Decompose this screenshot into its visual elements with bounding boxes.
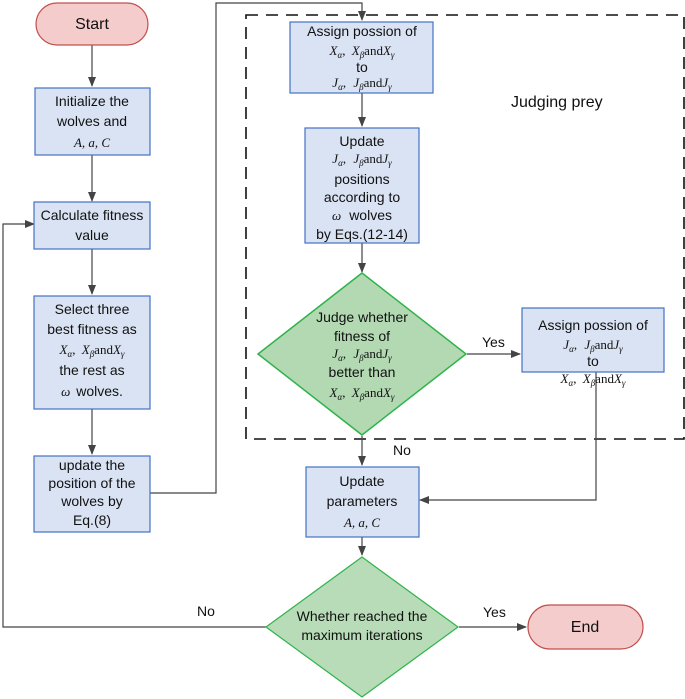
judge-formula-x: Xα, XβandXγ [329, 385, 395, 402]
update-j-positions-box: Update Jα, JβandJγ positions according t… [304, 127, 420, 244]
select-line1: Select three [55, 301, 130, 317]
initialize-line1: Initialize the [55, 93, 129, 109]
assign-possion-box-1: Assign possion of Xα, XβandXγ to Jα, Jβa… [289, 21, 434, 94]
no-label-reached: No [197, 603, 215, 619]
update-j-formula: Jα, JβandJγ [332, 151, 392, 168]
update-position-line3: wolves by [60, 493, 122, 509]
judging-prey-label: Judging prey [511, 94, 603, 111]
calculate-line1: Calculate fitness [41, 207, 144, 223]
reached-line2: maximum iterations [301, 627, 422, 643]
judge-decision: Judge whether fitness of Jα, JβandJγ bet… [256, 272, 468, 436]
update-position-line4: Eq.(8) [73, 512, 111, 528]
assign2-to: to [587, 353, 599, 369]
initialize-box: Initialize the wolves and A, a, C [34, 87, 151, 156]
update-position-line1: update the [59, 457, 125, 473]
start-label: Start [75, 16, 109, 33]
assign1-to: to [356, 59, 368, 75]
yes-label-reached: Yes [483, 604, 506, 620]
select-line4: the rest as [59, 362, 124, 378]
assign-possion-box-2: Assign possion of Jα, JβandJγ to Xα, Xβa… [521, 307, 665, 388]
yes-label-judge: Yes [482, 334, 505, 350]
reached-max-decision: Whether reached the maximum iterations [264, 556, 460, 698]
no-label-judge: No [393, 442, 411, 458]
update-j-line1: Update [339, 133, 384, 149]
update-params-line2: parameters [327, 493, 398, 509]
select-best-box: Select three best fitness as Xα, XβandXγ… [33, 295, 151, 410]
assign2-target: Xα, XβandXγ [560, 371, 626, 388]
calculate-line2: value [75, 227, 109, 243]
update-params-values: A, a, C [343, 515, 380, 530]
judging-prey-region [245, 14, 685, 440]
update-j-line4: according to [324, 189, 400, 205]
end-terminal: End [527, 604, 644, 650]
assign1-target: Jα, JβandJγ [332, 75, 392, 92]
assign1-line1: Assign possion of [307, 23, 417, 39]
start-terminal: Start [35, 2, 149, 46]
judge-formula-j: Jα, JβandJγ [332, 346, 392, 363]
assign2-line1: Assign possion of [538, 317, 648, 333]
calculate-fitness-box: Calculate fitness value [33, 201, 151, 250]
judge-line1: Judge whether [316, 309, 408, 325]
update-j-line6: by Eqs.(12-14) [316, 226, 408, 242]
update-j-line3: positions [334, 171, 389, 187]
update-position-box: update the position of the wolves by Eq.… [33, 455, 151, 533]
reached-line1: Whether reached the [297, 608, 428, 624]
update-params-line1: Update [339, 473, 384, 489]
assign1-formula: Xα, XβandXγ [329, 43, 395, 60]
select-formula: Xα, XβandXγ [59, 342, 125, 359]
update-parameters-box: Update parameters A, a, C [305, 466, 420, 538]
initialize-line2: wolves and [56, 113, 127, 129]
initialize-params: A, a, C [73, 135, 110, 150]
assign2-formula: Jα, JβandJγ [563, 337, 623, 354]
update-position-line2: position of the [48, 475, 135, 491]
select-line2: best fitness as [47, 321, 137, 337]
judge-line4: better than [329, 364, 396, 380]
judge-line2: fitness of [334, 328, 390, 344]
connectors [2, 2, 597, 631]
end-label: End [571, 619, 599, 636]
